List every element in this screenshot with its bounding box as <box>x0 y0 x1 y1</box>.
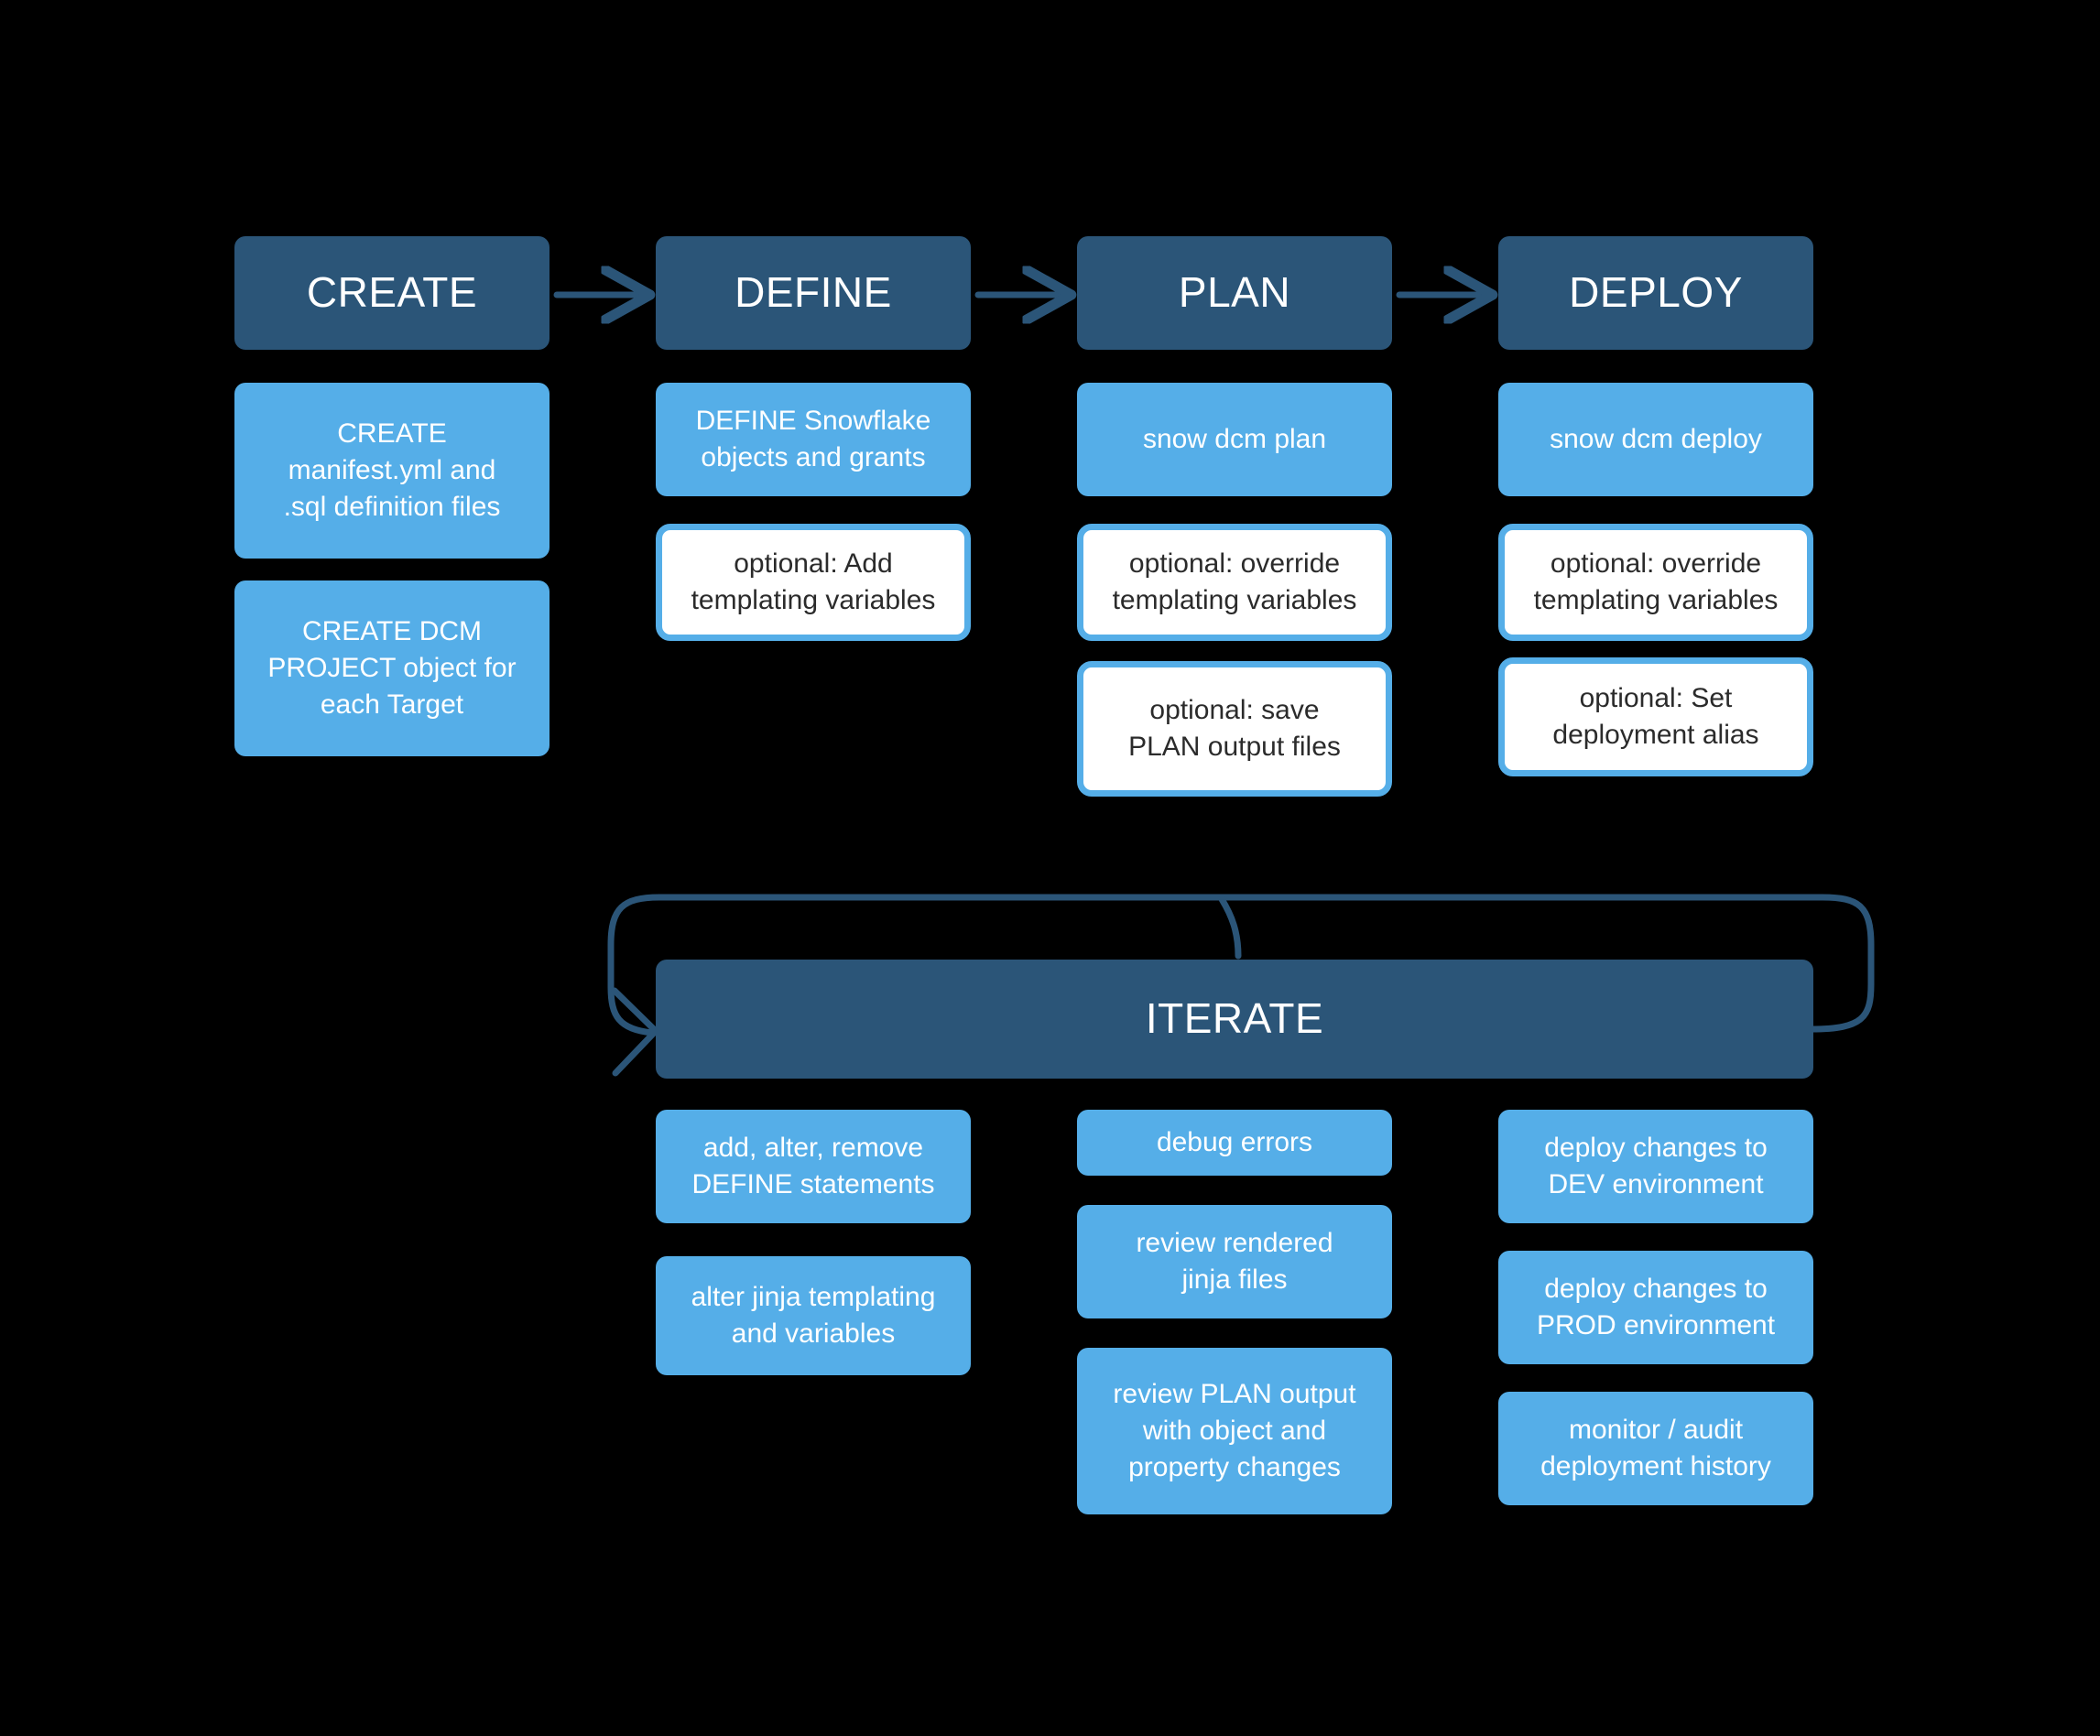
task-create-2[interactable]: CREATE DCM PROJECT object for each Targe… <box>234 580 549 756</box>
iterate-header-label: ITERATE <box>1145 994 1324 1043</box>
iterate-deploy-item-3-label: monitor / audit deployment history <box>1540 1414 1771 1481</box>
iterate-deploy-item-3[interactable]: monitor / audit deployment history <box>1498 1392 1813 1505</box>
task-deploy-1[interactable]: snow dcm deploy <box>1498 383 1813 496</box>
iterate-deploy-item-1-label: deploy changes to DEV environment <box>1544 1132 1768 1199</box>
iterate-plan-item-1-label: debug errors <box>1156 1126 1313 1157</box>
iterate-plan-item-3[interactable]: review PLAN output with object and prope… <box>1077 1348 1392 1514</box>
task-create-2-label: CREATE DCM PROJECT object for each Targe… <box>267 615 517 721</box>
optional-deploy-1[interactable]: optional: override templating variables <box>1498 524 1813 641</box>
iterate-define-item-1-label: add, alter, remove DEFINE statements <box>691 1132 935 1199</box>
iterate-deploy-item-2-label: deploy changes to PROD environment <box>1536 1273 1776 1340</box>
optional-plan-1-label: optional: override templating variables <box>1112 548 1357 615</box>
phase-header-define[interactable]: DEFINE <box>656 236 971 350</box>
phase-header-plan-label: PLAN <box>1178 268 1291 317</box>
optional-define-1-label: optional: Add templating variables <box>691 548 936 615</box>
iterate-plan-item-3-label: review PLAN output with object and prope… <box>1113 1378 1356 1483</box>
iterate-define-item-1[interactable]: add, alter, remove DEFINE statements <box>656 1110 971 1223</box>
task-create-1-label: CREATE manifest.yml and .sql definition … <box>283 418 501 523</box>
iterate-header[interactable]: ITERATE <box>656 960 1813 1079</box>
task-create-1[interactable]: CREATE manifest.yml and .sql definition … <box>234 383 549 559</box>
optional-define-1[interactable]: optional: Add templating variables <box>656 524 971 641</box>
iterate-plan-item-2-label: review rendered jinja files <box>1136 1227 1333 1295</box>
phase-header-create-label: CREATE <box>306 268 478 317</box>
iterate-deploy-item-1[interactable]: deploy changes to DEV environment <box>1498 1110 1813 1223</box>
optional-deploy-2-label: optional: Set deployment alias <box>1552 682 1759 750</box>
optional-deploy-1-label: optional: override templating variables <box>1533 548 1779 615</box>
task-define-1-label: DEFINE Snowflake objects and grants <box>695 405 931 472</box>
iterate-plan-item-2[interactable]: review rendered jinja files <box>1077 1205 1392 1318</box>
phase-header-define-label: DEFINE <box>734 268 892 317</box>
task-deploy-1-label: snow dcm deploy <box>1550 423 1762 454</box>
optional-deploy-2[interactable]: optional: Set deployment alias <box>1498 657 1813 776</box>
optional-plan-2[interactable]: optional: save PLAN output files <box>1077 661 1392 797</box>
iterate-define-item-2[interactable]: alter jinja templating and variables <box>656 1256 971 1375</box>
optional-plan-2-label: optional: save PLAN output files <box>1128 694 1341 762</box>
iterate-plan-item-1[interactable]: debug errors <box>1077 1110 1392 1176</box>
phase-header-deploy-label: DEPLOY <box>1569 268 1743 317</box>
task-plan-1-label: snow dcm plan <box>1142 423 1327 454</box>
phase-header-create[interactable]: CREATE <box>234 236 549 350</box>
iterate-define-item-2-label: alter jinja templating and variables <box>691 1281 936 1349</box>
phase-header-deploy[interactable]: DEPLOY <box>1498 236 1813 350</box>
task-plan-1[interactable]: snow dcm plan <box>1077 383 1392 496</box>
task-define-1[interactable]: DEFINE Snowflake objects and grants <box>656 383 971 496</box>
optional-plan-1[interactable]: optional: override templating variables <box>1077 524 1392 641</box>
phase-header-plan[interactable]: PLAN <box>1077 236 1392 350</box>
iterate-deploy-item-2[interactable]: deploy changes to PROD environment <box>1498 1251 1813 1364</box>
